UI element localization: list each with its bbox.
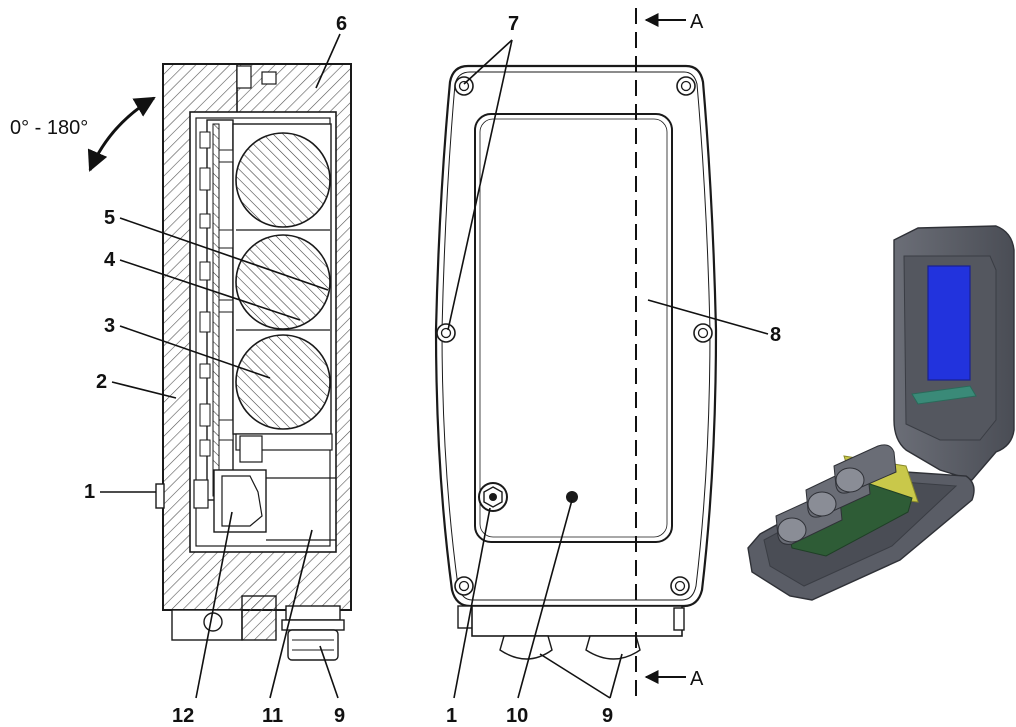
callout-9-left: 9 xyxy=(334,705,345,727)
rotation-arrow xyxy=(87,96,156,172)
callout-8: 8 xyxy=(770,324,781,346)
isometric-view xyxy=(747,225,1015,601)
leader-lines xyxy=(100,33,769,699)
front-view xyxy=(434,8,718,700)
callout-2: 2 xyxy=(96,371,107,393)
front-window xyxy=(474,113,673,543)
battery-cell-3 xyxy=(235,334,331,430)
battery-cell-1 xyxy=(235,132,331,228)
display-window xyxy=(927,265,971,381)
callout-9-right: 9 xyxy=(602,705,613,727)
callout-1-left: 1 xyxy=(84,481,95,503)
callout-3: 3 xyxy=(104,315,115,337)
callout-1-right: 1 xyxy=(446,705,457,727)
callout-5: 5 xyxy=(104,207,115,229)
cable-gland-left xyxy=(281,605,345,661)
led-icon xyxy=(566,491,578,503)
callout-4: 4 xyxy=(104,249,116,271)
callout-10: 10 xyxy=(506,705,528,727)
section-view xyxy=(87,63,352,661)
section-label-bottom: A xyxy=(690,668,704,690)
battery-cell-2 xyxy=(235,234,331,330)
callout-12: 12 xyxy=(172,705,194,727)
screw-icon xyxy=(436,76,713,596)
callout-7: 7 xyxy=(508,13,519,35)
section-label-top: A xyxy=(690,11,704,33)
knob-icon xyxy=(478,482,508,512)
battery-3d xyxy=(775,444,897,545)
rotation-label: 0° - 180° xyxy=(10,117,88,139)
callout-6: 6 xyxy=(336,13,347,35)
cable-gland-front-1 xyxy=(499,635,553,660)
cable-gland-front-2 xyxy=(585,635,641,660)
callout-11: 11 xyxy=(262,705,283,727)
